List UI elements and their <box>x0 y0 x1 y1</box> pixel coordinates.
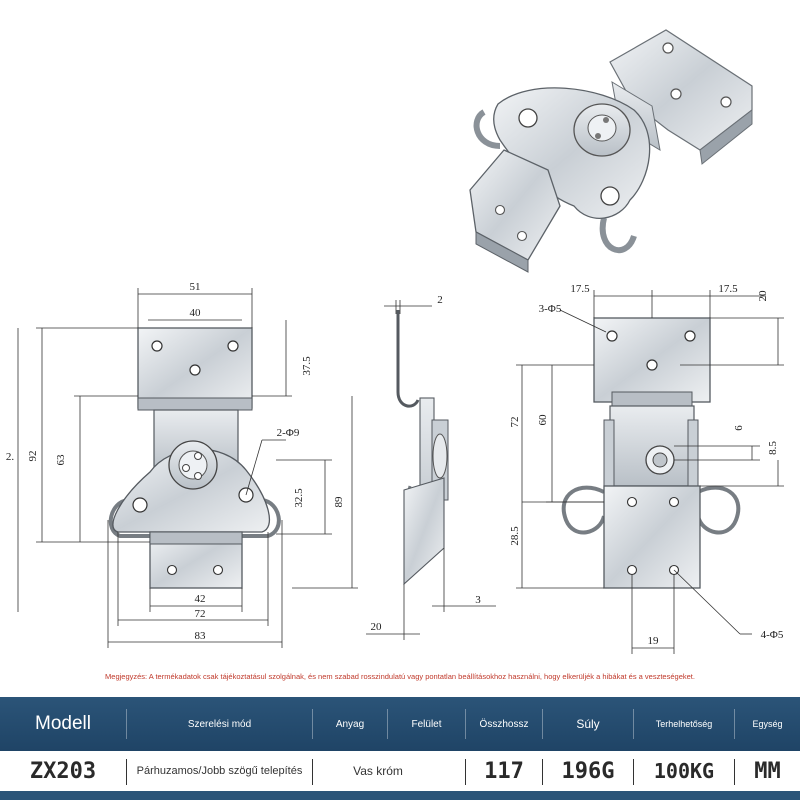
dim-front-51: 51 <box>190 281 201 293</box>
dim-front-2phi9: 2-Φ9 <box>277 427 300 439</box>
back-view <box>561 317 741 589</box>
dim-side-20: 20 <box>371 621 383 633</box>
header-install: Szerelési mód <box>187 718 252 730</box>
dimension-lines <box>17 288 784 654</box>
product-photo <box>469 29 753 273</box>
dim-front-83: 83 <box>195 630 207 642</box>
cell-unit: MM <box>754 758 781 784</box>
technical-drawing: 51 40 37.5 2. 92 63 2-Φ9 32.5 89 42 72 8… <box>6 29 784 654</box>
header-load: Terhelhetőség <box>655 719 713 729</box>
cell-length: 117 <box>484 758 524 784</box>
header-material: Anyag <box>335 718 365 730</box>
dimension-labels: 51 40 37.5 2. 92 63 2-Φ9 32.5 89 42 72 8… <box>6 281 784 647</box>
dim-back-4phi5: 4-Φ5 <box>761 629 784 641</box>
cell-model: ZX203 <box>29 758 97 784</box>
dim-back-17-5-right: 17.5 <box>718 283 738 295</box>
side-view <box>396 310 449 586</box>
dim-front-40: 40 <box>190 307 202 319</box>
cell-install: Párhuzamos/Jobb szögű telepítés <box>136 764 303 777</box>
dim-back-19: 19 <box>648 635 660 647</box>
front-view <box>108 327 281 589</box>
cell-weight: 196G <box>561 758 615 784</box>
header-model: Modell <box>35 713 91 734</box>
cell-load: 100KG <box>653 759 715 783</box>
dim-front-72: 72 <box>195 608 206 620</box>
dim-side-2: 2 <box>437 294 443 306</box>
spec-table: Modell Szerelési mód Anyag Felület Összh… <box>0 697 800 800</box>
dim-front-63: 63 <box>55 454 67 466</box>
dim-back-28-5: 28.5 <box>509 526 521 546</box>
header-surface: Felület <box>411 718 442 730</box>
dim-front-left-mark: 2. <box>6 451 15 463</box>
dim-back-8-5: 8.5 <box>767 441 779 455</box>
dim-front-42: 42 <box>195 593 206 605</box>
dim-back-17-5-left: 17.5 <box>570 283 590 295</box>
header-length: Összhossz <box>479 718 529 730</box>
header-unit: Egység <box>752 719 783 729</box>
cell-material: Vas króm <box>353 764 403 778</box>
disclaimer-note: Megjegyzés: A termékadatok csak tájékozt… <box>105 672 695 681</box>
spec-table-header: Modell Szerelési mód Anyag Felület Összh… <box>0 697 800 751</box>
dim-back-3phi5: 3-Φ5 <box>539 303 562 315</box>
dim-front-92: 92 <box>27 451 39 462</box>
dim-front-89: 89 <box>333 496 345 508</box>
spec-table-row: ZX203 Párhuzamos/Jobb szögű telepítés Va… <box>0 751 800 800</box>
dim-back-72: 72 <box>509 417 521 428</box>
dim-back-20: 20 <box>757 290 769 302</box>
header-weight: Súly <box>576 717 600 731</box>
dim-back-6: 6 <box>733 425 745 431</box>
dim-front-37-5: 37.5 <box>301 356 313 376</box>
dim-side-3: 3 <box>475 594 481 606</box>
dim-front-32-5: 32.5 <box>293 488 305 508</box>
dim-back-60: 60 <box>537 414 549 426</box>
